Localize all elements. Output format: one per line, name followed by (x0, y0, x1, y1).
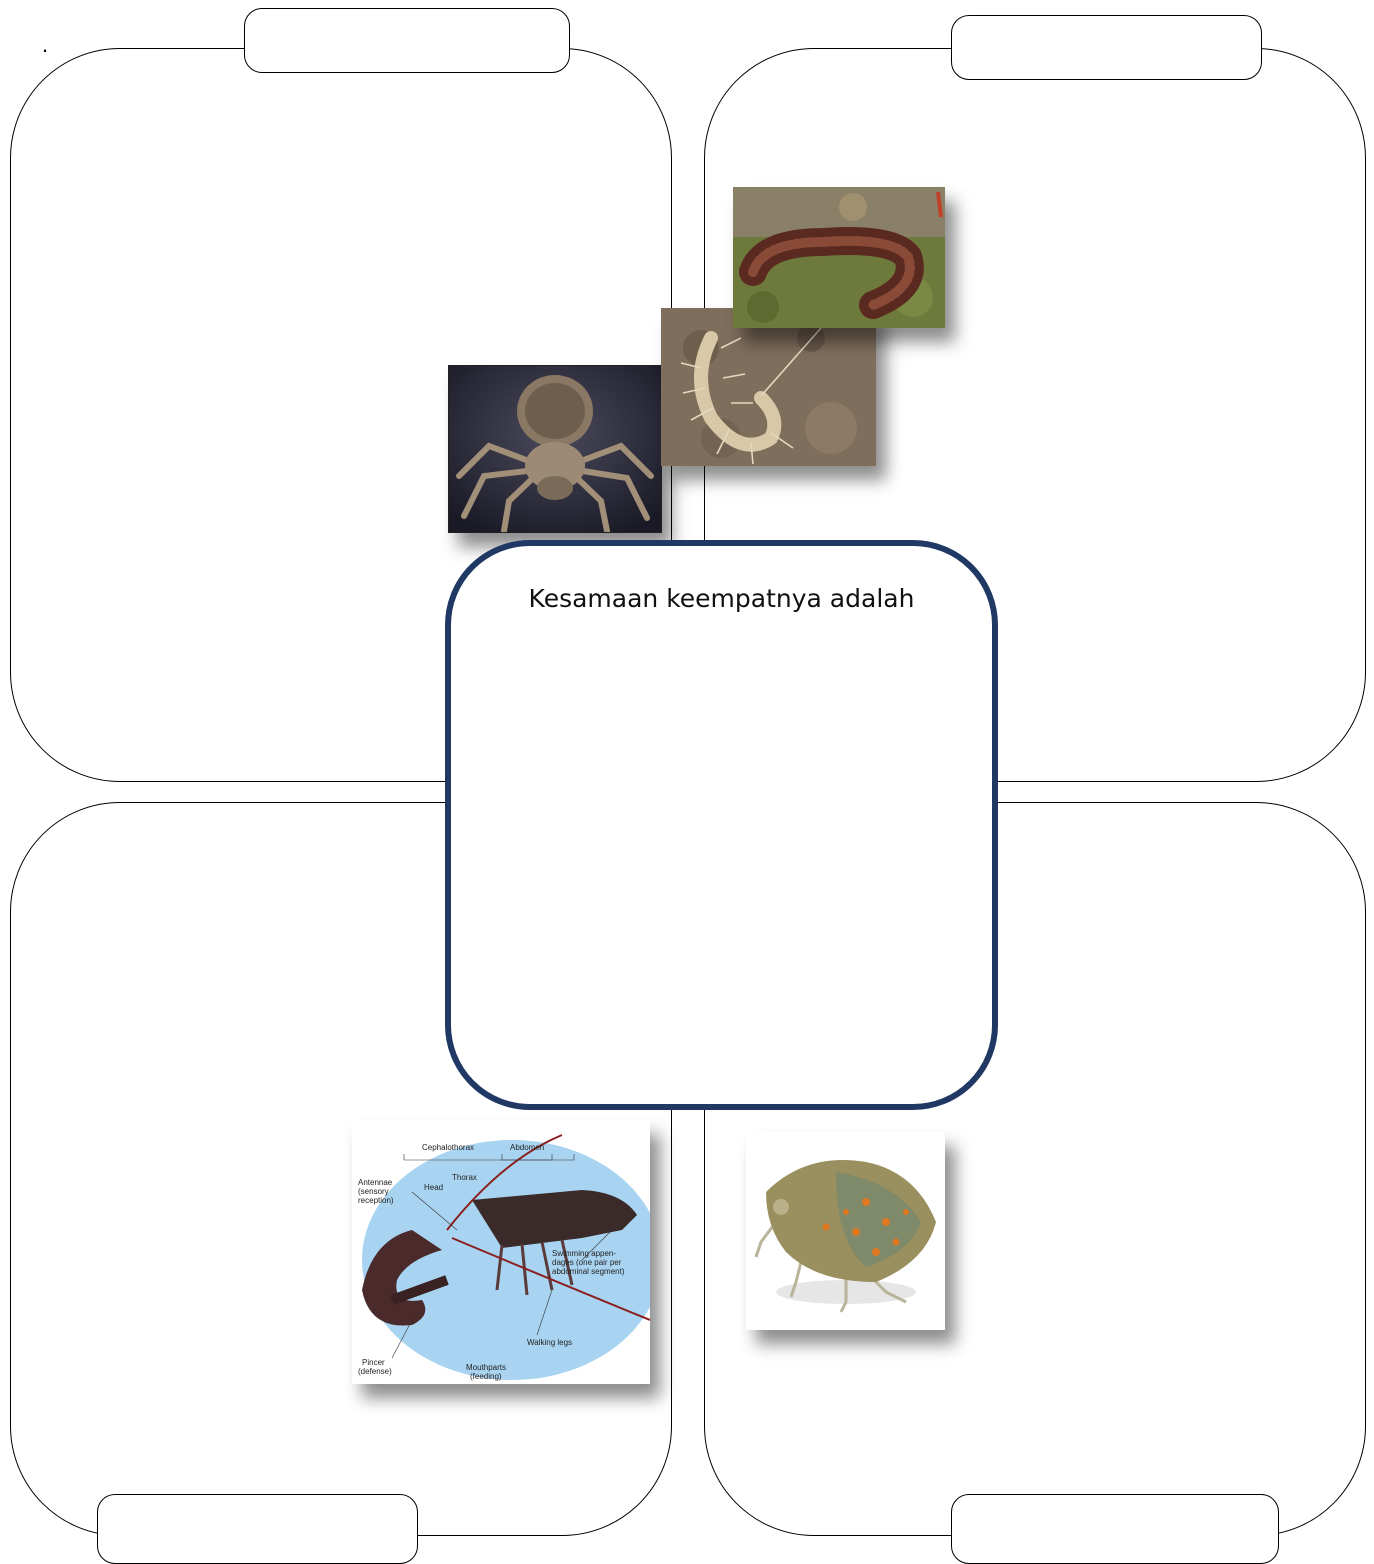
centipede-photo (661, 308, 876, 466)
label-head: Head (424, 1183, 443, 1192)
label-box-bottom-left[interactable] (97, 1494, 418, 1564)
label-swimming-1: Swimming appen- (552, 1249, 616, 1258)
label-box-top-left[interactable] (244, 8, 570, 73)
center-summary-box[interactable]: Kesamaan keempatnya adalah (445, 540, 998, 1110)
label-antennae-1: Antennae (358, 1178, 393, 1187)
label-swimming-2: dages (one pair per (552, 1258, 622, 1267)
label-box-top-right[interactable] (951, 15, 1262, 80)
label-cephalothorax: Cephalothorax (422, 1143, 474, 1152)
tarantula-photo (448, 365, 662, 533)
label-swimming-3: abdominal segment) (552, 1267, 625, 1276)
label-mouthparts-1: Mouthparts (466, 1363, 506, 1372)
label-abdomen: Abdomen (510, 1143, 544, 1152)
label-thorax: Thorax (452, 1173, 477, 1182)
page-marker: . (42, 32, 49, 57)
lobster-diagram: Cephalothorax Abdomen Thorax Head Antenn… (352, 1120, 650, 1384)
treehopper-photo (746, 1132, 945, 1330)
label-box-bottom-right[interactable] (951, 1494, 1279, 1564)
label-antennae-2: (sensory (358, 1187, 389, 1196)
label-antennae-3: reception) (358, 1196, 394, 1205)
millipede-photo (733, 187, 945, 328)
label-mouthparts-2: (feeding) (470, 1372, 502, 1381)
label-pincer-1: Pincer (362, 1358, 385, 1367)
center-title: Kesamaan keempatnya adalah (528, 584, 915, 613)
label-walking-legs: Walking legs (527, 1338, 572, 1347)
label-pincer-2: (defense) (358, 1367, 392, 1376)
